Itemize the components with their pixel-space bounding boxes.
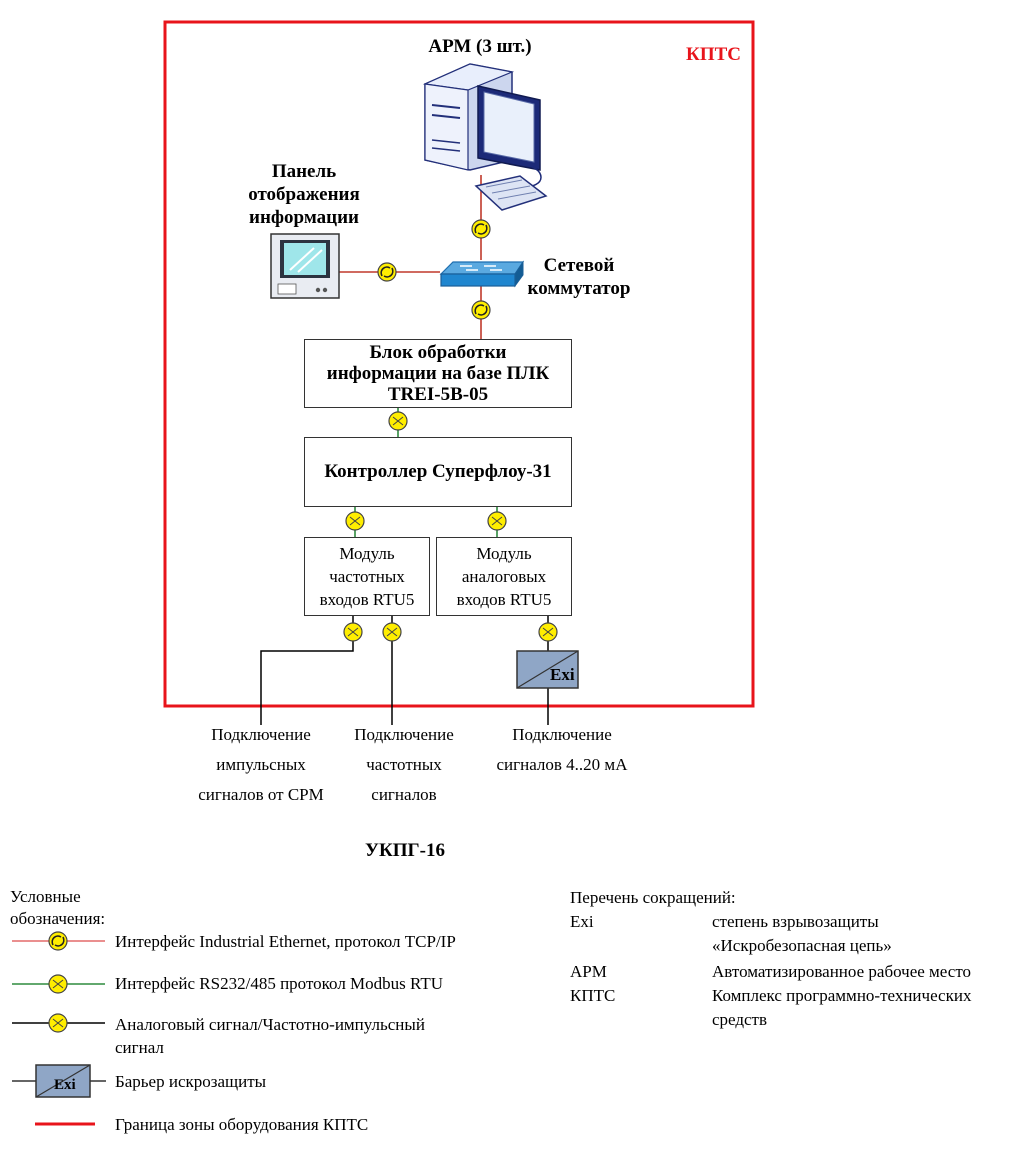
abbrev-kpts: КПТС: [570, 986, 616, 1005]
network-switch-icon: [439, 260, 525, 288]
exi-barrier-icon: [516, 650, 579, 689]
arm-label: АРМ (3 шт.): [428, 36, 532, 57]
abbrev-exi: Exi: [570, 912, 594, 931]
display-panel-icon: [270, 233, 340, 299]
analog-connector-icon: [343, 622, 363, 642]
conn-freq-label: Подключение частотных сигналов: [354, 725, 454, 804]
computer-workstation-icon: [422, 63, 548, 211]
controller-block: Контроллер Суперфлоу-31: [304, 437, 572, 507]
ethernet-connector-icon: [471, 219, 491, 239]
module-frequency-inputs: Модуль частотных входов RTU5: [304, 537, 430, 616]
abbrev-arm-def: Автоматизированное рабочее место: [712, 962, 972, 981]
legend-barrier-icon: [12, 1064, 106, 1098]
ethernet-connector-icon: [48, 931, 68, 951]
ethernet-connector-icon: [471, 300, 491, 320]
switch-label: Сетевой коммутатор: [527, 255, 631, 299]
legend-barrier-exi: Exi: [54, 1077, 76, 1093]
legend-barrier-text: Барьер искрозащиты: [115, 1072, 267, 1091]
legend-title: Условные обозначения:: [10, 887, 106, 928]
legend-ethernet-text: Интерфейс Industrial Ethernet, протокол …: [115, 932, 456, 951]
ethernet-connector-icon: [377, 262, 397, 282]
legend-analog-text: Аналоговый сигнал/Частотно-импульсный си…: [115, 1015, 425, 1057]
legend-border-text: Граница зоны оборудования КПТС: [115, 1115, 369, 1134]
serial-connector-icon: [388, 411, 408, 431]
conn-pulse-label: Подключение импульсных сигналов от СРМ: [198, 725, 324, 804]
abbrev-kpts-def: Комплекс программно-технических средств: [712, 986, 972, 1029]
analog-connector-icon: [48, 1013, 68, 1033]
zone-label: КПТС: [686, 44, 741, 65]
abbrev-exi-def: степень взрывозащиты «Искробезопасная це…: [712, 912, 892, 955]
conn-analog-label: Подключение сигналов 4..20 мА: [496, 725, 628, 774]
serial-connector-icon: [345, 511, 365, 531]
analog-connector-icon: [382, 622, 402, 642]
legend-rs485-text: Интерфейс RS232/485 протокол Modbus RTU: [115, 974, 444, 993]
analog-line-pulse: [260, 616, 354, 725]
panel-label: Панель отображения информации: [248, 161, 360, 228]
site-label: УКПГ-16: [365, 840, 445, 861]
kpts-zone-border: [163, 20, 755, 708]
serial-connector-icon: [48, 974, 68, 994]
barrier-text: Exi: [550, 665, 575, 684]
module-analog-inputs: Модуль аналоговых входов RTU5: [436, 537, 572, 616]
abbrev-arm: АРМ: [570, 962, 607, 981]
serial-connector-icon: [487, 511, 507, 531]
analog-connector-icon: [538, 622, 558, 642]
plc-block: Блок обработки информации на базе ПЛК TR…: [304, 339, 572, 408]
abbrev-title: Перечень сокращений:: [570, 888, 736, 907]
